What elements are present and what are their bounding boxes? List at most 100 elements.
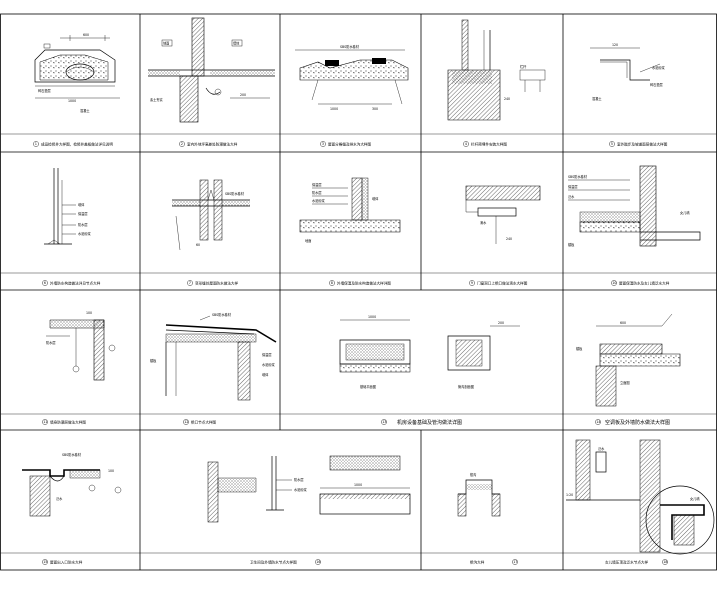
detail-12-note-c: 水泥砂浆	[262, 362, 276, 367]
caption-2-text: 室内外地坪高差处防潮做法大样	[187, 142, 238, 147]
caption-2-num: 2	[181, 142, 183, 146]
detail-9-dim: 240	[506, 237, 512, 241]
detail-13-drawing: 1000 基础平面图 200 管沟剖面图	[339, 315, 520, 389]
caption-6: 6 外墙防水构造做法详见节点大样	[42, 280, 101, 286]
detail-1-note: 碎石垫层	[38, 88, 51, 93]
detail-3-dim-b: 300	[372, 107, 378, 111]
detail-7-note: SBS防水卷材	[225, 191, 245, 196]
caption-11-num: 11	[43, 420, 47, 424]
detail-2-dim: 200	[240, 93, 246, 97]
detail-15-note-b: SBS防水卷材	[62, 452, 82, 457]
detail-10-drawing: SBS防水卷材 保温层 泛水 女儿墙 楼板	[568, 165, 701, 247]
detail-2-note-c: 素土夯实	[150, 97, 163, 102]
detail-16-note-a: 防水层	[294, 477, 304, 482]
caption-13-text: 机房设备基础及管沟做法详图	[397, 419, 462, 426]
caption-10: 10 屋面保温防水及女儿墙泛水大样	[611, 280, 670, 286]
detail-16-drawing: 防水层 水泥砂浆 1000	[207, 455, 411, 523]
detail-11-drawing: 100 防水层	[46, 311, 116, 381]
caption-10-num: 10	[612, 281, 616, 285]
detail-3-note: SBS防水卷材	[340, 44, 360, 49]
detail-12-note-e: 楼板	[150, 358, 157, 363]
caption-2: 2 室内外地坪高差处防潮做法大样	[179, 141, 238, 147]
detail-15-note-a: 泛水	[56, 496, 63, 501]
caption-4-num: 4	[465, 142, 467, 146]
detail-17-drawing: 檐沟	[457, 472, 501, 517]
detail-18-note-b: 泛水	[598, 446, 605, 451]
detail-15-drawing: 泛水 100 SBS防水卷材	[22, 452, 122, 517]
detail-7-dim: 60	[196, 243, 200, 247]
caption-11: 11 墙身防潮层做法大样图	[42, 419, 86, 425]
caption-12: 12 檐口节点大样图	[183, 419, 217, 425]
detail-8-note-d: 墙体	[372, 196, 379, 201]
detail-1-note-b: 混凝土	[80, 108, 90, 113]
caption-5: 5 室外踏步及坡道面层做法大样图	[609, 141, 668, 147]
detail-17-note: 檐沟	[470, 472, 476, 477]
caption-7: 7 变形缝处屋面防水做法大样	[187, 280, 239, 286]
detail-18-drawing: 女儿墙 1:20 泛水	[566, 439, 715, 555]
detail-16-note-b: 水泥砂浆	[294, 487, 308, 492]
detail-8-note-c: 水泥砂浆	[312, 198, 326, 203]
detail-5-note-b: 混凝土	[592, 96, 602, 101]
caption-12-text: 檐口节点大样图	[191, 420, 217, 425]
caption-16: 卫生间及外墙防水节点大样图 16	[250, 559, 321, 565]
detail-6-drawing: 墙体 保温层 防水层 水泥砂浆	[44, 168, 92, 245]
detail-6-note-b: 保温层	[78, 211, 88, 216]
caption-4-text: 栏杆预埋件安装大样图	[471, 142, 507, 147]
caption-15-num: 15	[43, 560, 47, 564]
detail-14-drawing: 600 楼板 立面图	[576, 313, 681, 407]
caption-7-text: 变形缝处屋面防水做法大样	[195, 281, 239, 286]
detail-8-note-b: 防水层	[312, 190, 322, 195]
caption-3-text: 屋面分格缝及排水沟大样图	[328, 142, 372, 147]
detail-10-note-b: 保温层	[568, 184, 578, 189]
caption-1: 1 成品检修井大样图，检修井盖板做法详见说明	[33, 141, 113, 147]
caption-17-text: 檐沟大样	[470, 560, 485, 565]
detail-1-dim-b: 1000	[68, 99, 76, 103]
caption-10-text: 屋面保温防水及女儿墙泛水大样	[619, 281, 670, 286]
detail-5-note-a: 水泥砂浆	[652, 65, 666, 70]
detail-13-sub-b: 管沟剖面图	[458, 384, 474, 389]
detail-6-note-d: 水泥砂浆	[78, 231, 92, 236]
caption-11-text: 墙身防潮层做法大样图	[50, 420, 86, 425]
detail-12-note-a: SBS防水卷材	[212, 312, 232, 317]
detail-14-dim: 600	[620, 321, 626, 325]
detail-10-note-a: SBS防水卷材	[568, 174, 588, 179]
caption-3-num: 3	[322, 142, 324, 146]
caption-12-num: 12	[184, 420, 188, 424]
caption-17: 檐沟大样 17	[470, 559, 518, 565]
detail-8-note-e: 地面	[305, 238, 311, 243]
caption-9-text: 门窗洞口上檐口做法滴水大样图	[477, 281, 528, 286]
caption-13: 13 机房设备基础及管沟做法详图	[381, 419, 462, 426]
caption-9-num: 9	[471, 281, 473, 285]
sheet-grid	[0, 13, 717, 571]
detail-4-note: 栏杆	[520, 64, 527, 69]
detail-9-drawing: 滴水 240	[465, 185, 541, 244]
detail-13-dim-b: 200	[498, 321, 504, 325]
caption-1-num: 1	[35, 142, 37, 146]
detail-11-note: 防水层	[46, 340, 56, 345]
detail-14-note-b: 立面图	[620, 380, 630, 385]
detail-9-note: 滴水	[480, 220, 487, 225]
detail-1-drawing: 600 1000 碎石垫层 混凝土	[34, 33, 120, 113]
caption-18: 女儿墙压顶及泛水节点大样 18	[605, 559, 668, 565]
detail-15-dim: 100	[108, 469, 114, 473]
detail-5-note-c: 碎石垫层	[650, 82, 663, 87]
detail-3-drawing: SBS防水卷材 1000 300	[295, 44, 409, 111]
caption-14-num: 14	[596, 420, 600, 424]
caption-16-num: 16	[316, 560, 320, 564]
detail-12-note-b: 保温层	[262, 352, 272, 357]
caption-16-text: 卫生间及外墙防水节点大样图	[250, 560, 297, 565]
caption-13-num: 13	[382, 420, 386, 424]
caption-5-text: 室外踏步及坡道面层做法大样图	[617, 142, 668, 147]
detail-10-note-c: 泛水	[568, 194, 575, 199]
caption-7-num: 7	[189, 281, 191, 285]
detail-14-note-a: 楼板	[576, 346, 583, 351]
caption-5-num: 5	[611, 142, 613, 146]
detail-3-dim: 1000	[330, 107, 338, 111]
caption-8-num: 8	[331, 281, 333, 285]
caption-18-num: 18	[663, 560, 667, 564]
detail-18-note-a: 女儿墙	[690, 496, 700, 501]
caption-8-text: 外墙保温及防水构造做法大样详图	[337, 281, 391, 286]
detail-10-note-e: 楼板	[568, 242, 575, 247]
detail-13-dim: 1000	[368, 315, 376, 319]
caption-17-num: 17	[513, 560, 517, 564]
